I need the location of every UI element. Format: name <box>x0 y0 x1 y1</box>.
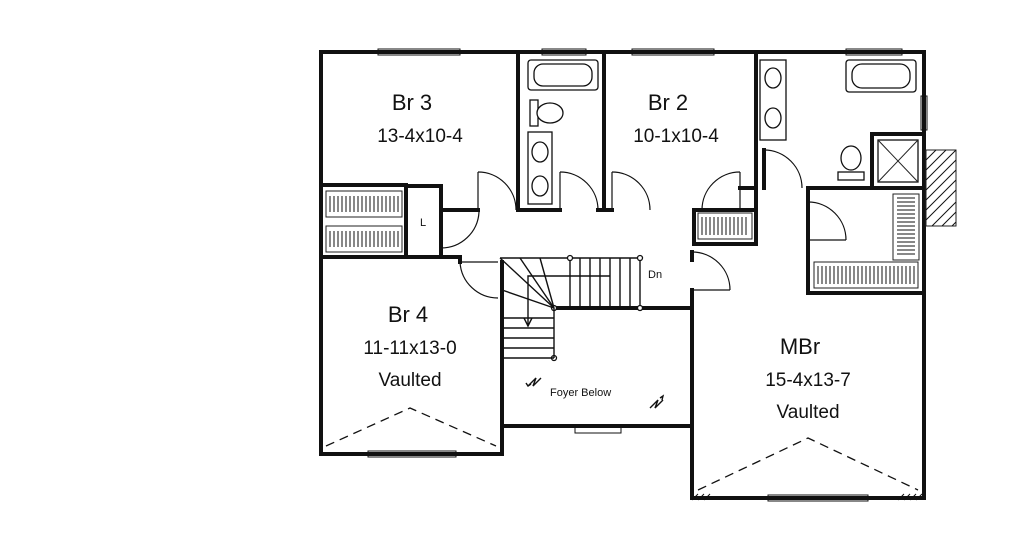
closets <box>325 190 920 289</box>
mbr-dims: 15-4x13-7 <box>765 370 851 391</box>
corner-hatch <box>691 493 923 501</box>
mbr-name: MBr <box>780 334 820 359</box>
stairs-down-label: Dn <box>648 269 662 281</box>
staircase <box>499 254 644 362</box>
doors <box>440 149 847 299</box>
labels: Br 3 13-4x10-4 Br 2 10-1x10-4 Br 4 11-11… <box>363 90 850 423</box>
br4-dims: 11-11x13-0 <box>363 338 456 359</box>
br3-name: Br 3 <box>392 90 432 115</box>
br4-name: Br 4 <box>388 302 428 327</box>
br4-note: Vaulted <box>378 370 441 391</box>
vault-lines <box>325 407 919 491</box>
walls <box>319 50 926 500</box>
br3-dims: 13-4x10-4 <box>377 126 463 147</box>
exterior-wall <box>319 50 926 500</box>
br2-dims: 10-1x10-4 <box>633 126 719 147</box>
linen-label: L <box>420 217 426 229</box>
foyer-arrows <box>525 377 665 409</box>
mbr-note: Vaulted <box>776 402 839 423</box>
br2-name: Br 2 <box>648 90 688 115</box>
fixtures <box>527 59 919 205</box>
chimney <box>925 149 957 227</box>
foyer-below-label: Foyer Below <box>550 387 611 399</box>
